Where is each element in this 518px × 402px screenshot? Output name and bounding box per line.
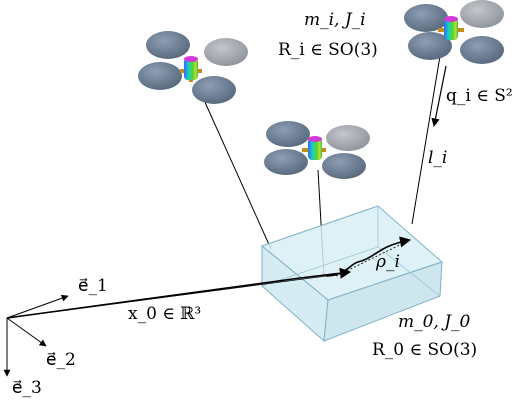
e1-axis [6, 294, 69, 319]
hub-top [184, 56, 198, 62]
label-x0: x_0 ∈ ℝ³ [128, 304, 202, 324]
payload-box [260, 205, 443, 343]
e2-axis [6, 317, 47, 347]
quadrotor-middle [264, 121, 370, 179]
hub-top [444, 16, 458, 22]
label-qi: q_i ∈ S² [446, 86, 513, 106]
hub-top [308, 136, 322, 142]
rotor-disc [138, 62, 182, 90]
q-vector [431, 65, 447, 127]
payload-hidden-edge [261, 246, 379, 287]
x0-thin [6, 275, 327, 319]
rotor-disc [266, 121, 310, 147]
cable-right [411, 49, 442, 225]
rotor-disc [408, 32, 452, 60]
label-mi-ji: m_i, J_i [304, 10, 366, 30]
label-e1: e⃗_1 [78, 276, 108, 296]
hub [184, 58, 198, 80]
quadrotor-right [404, 0, 504, 64]
label-ri: R_i ∈ SO(3) [278, 40, 378, 60]
rotor-disc [322, 153, 366, 179]
hub [444, 18, 458, 40]
inertial-frame [3, 294, 69, 377]
rotor-disc [460, 0, 504, 28]
label-e3: e⃗_3 [12, 378, 42, 398]
quadrotor-left [138, 31, 248, 104]
rotor-disc [460, 36, 504, 64]
rotor-disc [204, 38, 248, 66]
cable-left [203, 99, 272, 250]
rotor-disc [326, 125, 370, 151]
rotor-disc [146, 31, 190, 59]
label-e2: e⃗_2 [46, 350, 76, 370]
label-rho: ρ_i [376, 252, 400, 272]
payload-hidden-edge [377, 246, 441, 297]
hub [308, 138, 322, 160]
x0-vector [6, 267, 352, 319]
label-r0: R_0 ∈ SO(3) [372, 340, 478, 360]
rotor-disc [404, 4, 448, 32]
rotor-disc [264, 149, 308, 175]
rotor-disc [192, 76, 236, 104]
label-m0-j0: m_0, J_0 [398, 312, 471, 332]
label-li: l_i [428, 148, 448, 168]
